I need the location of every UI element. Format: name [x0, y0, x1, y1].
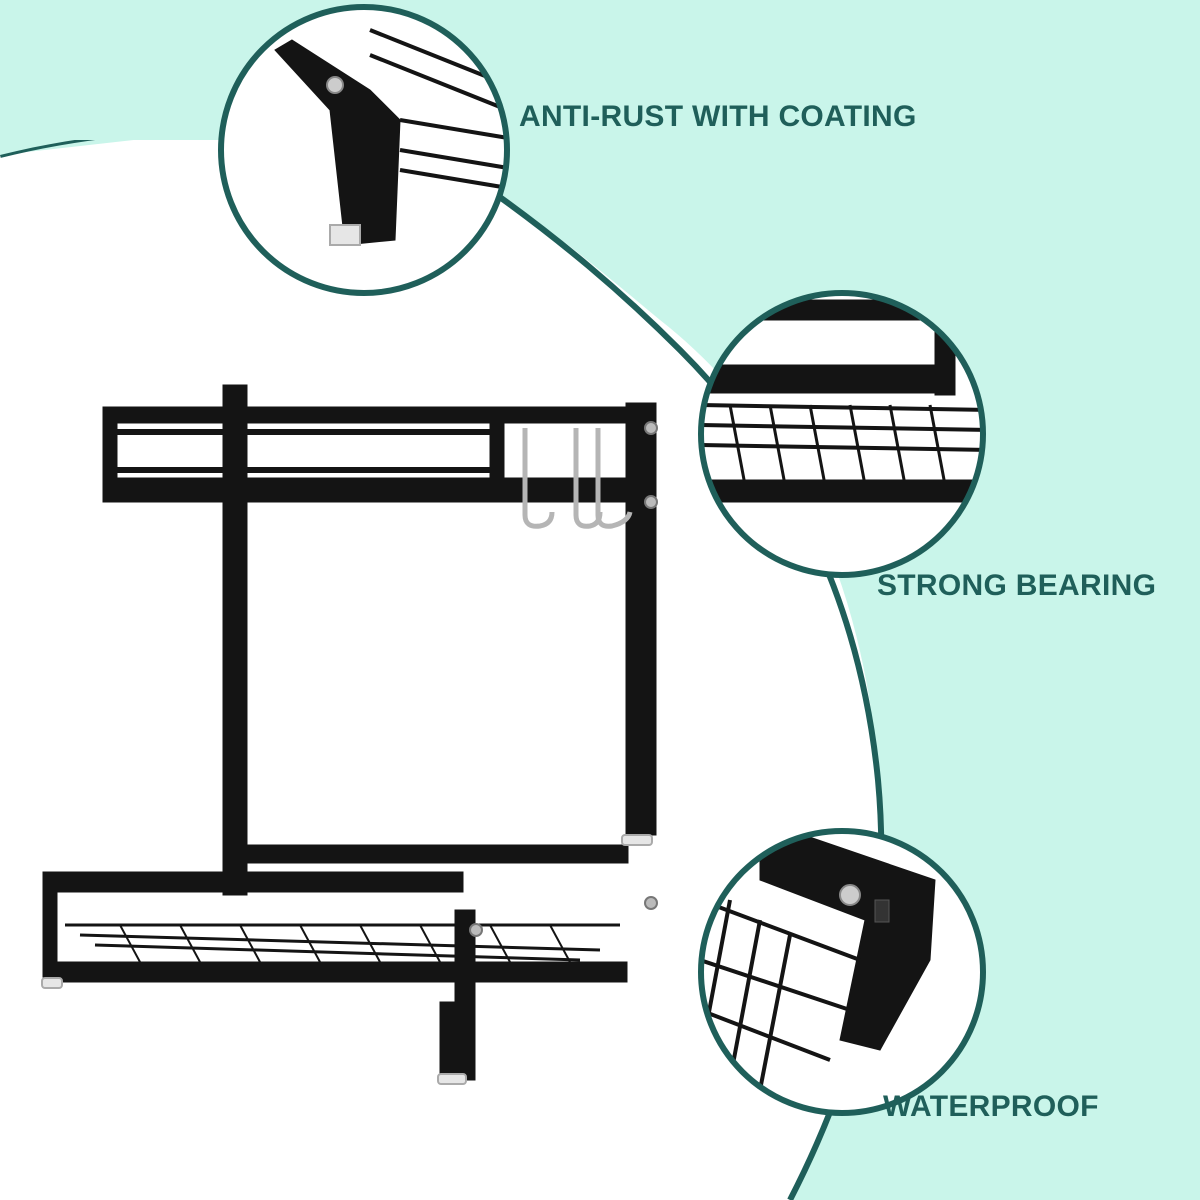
- detail-zoom-circle: [698, 828, 986, 1116]
- feature-label-anti-rust: ANTI-RUST WITH COATING: [519, 100, 917, 133]
- rack-back-post: [222, 384, 248, 896]
- rack-hooks: [522, 428, 633, 529]
- rack-right-post: [625, 402, 657, 836]
- rack-feet: [41, 834, 653, 1085]
- rack-product-image: [41, 384, 658, 1085]
- rack-bottom-shelf: [42, 844, 629, 1081]
- rack-top-shelf: [102, 406, 627, 503]
- feature-label-waterproof: WATERPROOF: [883, 1090, 1099, 1123]
- detail-zoom-circle: [218, 4, 510, 296]
- feature-label-strong-bearing: STRONG BEARING: [877, 569, 1157, 602]
- detail-zoom-circle: [698, 290, 986, 578]
